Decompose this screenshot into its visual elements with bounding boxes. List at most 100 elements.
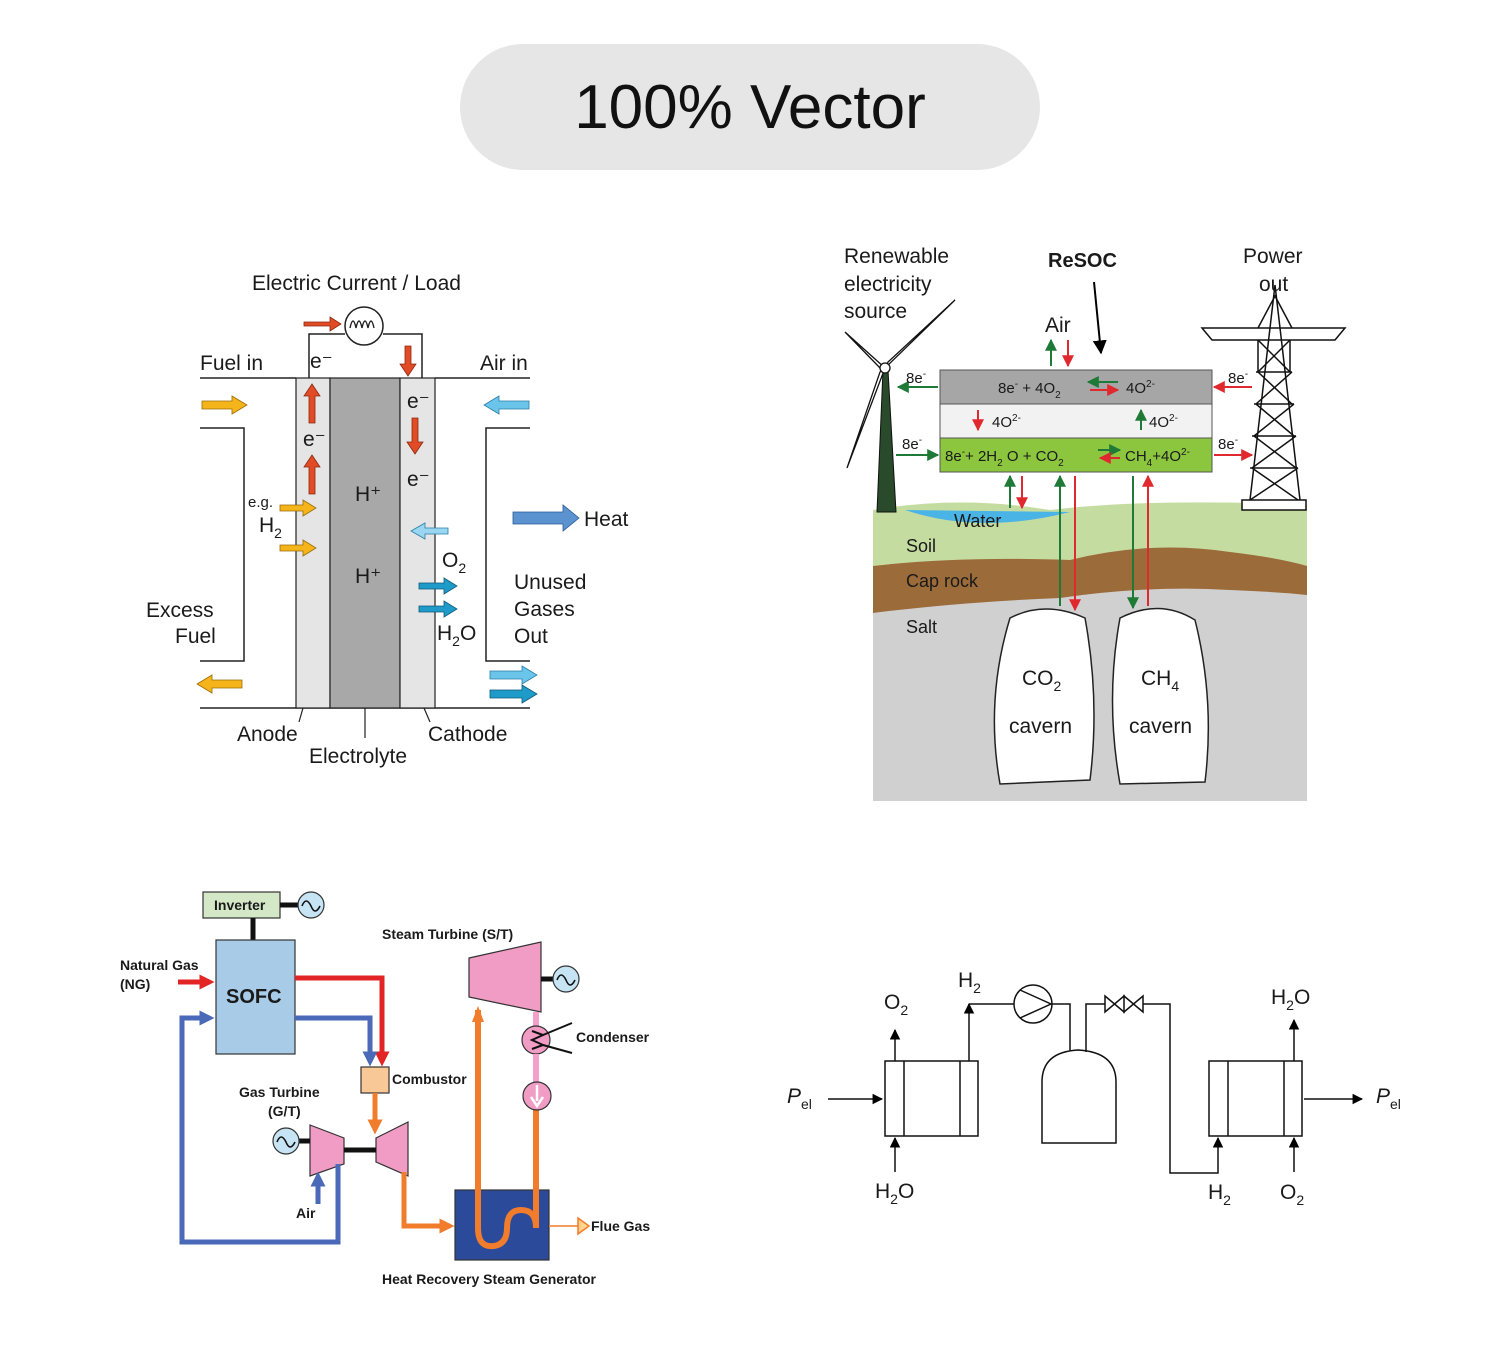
electrolyte-label: Electrolyte bbox=[309, 745, 407, 768]
co2-label: CO2 bbox=[1022, 667, 1062, 694]
gas-turbine-label: Gas Turbine bbox=[239, 1084, 320, 1100]
wind-turbine-tower-icon bbox=[876, 369, 897, 513]
combustor-label: Combustor bbox=[392, 1071, 467, 1087]
proton-label: H⁺ bbox=[355, 565, 381, 588]
out-label: out bbox=[1259, 273, 1288, 296]
h2o-label: H2O bbox=[437, 622, 476, 649]
unused-gas-arrow-icon bbox=[489, 665, 538, 685]
power-label: Power bbox=[1243, 245, 1303, 268]
resoc-diagram: Water Soil Cap rock Salt CO2 cavern CH4 … bbox=[844, 245, 1347, 801]
soil-label: Soil bbox=[906, 536, 936, 556]
condenser-label: Condenser bbox=[576, 1029, 650, 1045]
cavern-label: cavern bbox=[1009, 715, 1072, 738]
electron-arrow-up-icon bbox=[303, 454, 321, 495]
unused-label: Unused bbox=[514, 571, 586, 594]
hydrogen-tank bbox=[1041, 1049, 1117, 1144]
current-arrow-icon bbox=[303, 316, 342, 332]
e8-label: 8e- bbox=[906, 369, 926, 387]
title-text: 100% Vector bbox=[574, 72, 926, 142]
co2-cavern bbox=[993, 608, 1095, 785]
top-reaction-right: 4O2- bbox=[1126, 379, 1155, 397]
fuel-cell-box bbox=[1208, 1060, 1303, 1137]
resoc-bottom-layer bbox=[939, 437, 1213, 473]
mid-left: 4O2- bbox=[992, 413, 1021, 431]
salt-label: Salt bbox=[906, 617, 937, 637]
out-label: Out bbox=[514, 625, 548, 648]
load-label: Electric Current / Load bbox=[252, 272, 461, 295]
wind-turbine-blades-icon bbox=[844, 299, 956, 469]
mid-right: 4O2- bbox=[1149, 413, 1178, 431]
load-wire bbox=[308, 333, 423, 378]
steam-turbine-label: Steam Turbine (S/T) bbox=[382, 926, 513, 942]
fuel-in-arrow-icon bbox=[201, 395, 248, 415]
sofc-label: SOFC bbox=[226, 986, 282, 1008]
p-el-out-label: Pel bbox=[1376, 1085, 1401, 1112]
e8-label: 8e- bbox=[902, 435, 922, 453]
ch4-cavern bbox=[1111, 607, 1210, 785]
o2-in-label: O2 bbox=[1280, 1181, 1304, 1208]
electron-label: e⁻ bbox=[310, 350, 333, 373]
excess-fuel-arrow-icon bbox=[196, 674, 243, 694]
electron-label: e⁻ bbox=[407, 390, 430, 413]
water-arrow-icon bbox=[418, 577, 458, 595]
p-el-in-label: Pel bbox=[787, 1085, 812, 1112]
fuel-arrow-icon bbox=[279, 499, 317, 517]
gas-turbine-shape bbox=[375, 1121, 409, 1177]
o2-label: O2 bbox=[442, 549, 466, 576]
load-coil-icon bbox=[344, 306, 384, 346]
gases-label: Gases bbox=[514, 598, 575, 621]
compressor-shape bbox=[309, 1124, 345, 1177]
gt-label: (G/T) bbox=[268, 1103, 301, 1119]
oxygen-arrow-icon bbox=[410, 522, 449, 540]
ch4-label: CH4 bbox=[1141, 667, 1179, 694]
h2-out-label: H2 bbox=[958, 969, 981, 996]
fuel-arrow-icon bbox=[279, 539, 317, 557]
electron-label: e⁻ bbox=[303, 428, 326, 451]
resoc-middle-layer bbox=[939, 403, 1213, 439]
electricity-label: electricity bbox=[844, 273, 932, 296]
anode-label: Anode bbox=[237, 723, 298, 746]
o2-out-label: O2 bbox=[884, 991, 908, 1018]
combustor-box bbox=[360, 1066, 390, 1094]
power-pylon-icon bbox=[1200, 284, 1347, 511]
electron-arrow-up-icon bbox=[303, 383, 321, 424]
h2o-in-label: H2O bbox=[875, 1180, 914, 1207]
heat-label: Heat bbox=[584, 508, 629, 531]
electrolyte-layer bbox=[329, 377, 401, 709]
air-in-label: Air in bbox=[480, 352, 528, 375]
cap-rock-label: Cap rock bbox=[906, 571, 979, 591]
renewable-label: Renewable bbox=[844, 245, 949, 268]
water-body bbox=[905, 510, 1070, 524]
heat-arrow-icon bbox=[512, 504, 580, 532]
h2o-out-label: H2O bbox=[1271, 986, 1310, 1013]
electron-label: e⁻ bbox=[407, 468, 430, 491]
e8-label: 8e- bbox=[1228, 369, 1248, 387]
fuel-in-label: Fuel in bbox=[200, 352, 263, 375]
fuel-label: Fuel bbox=[175, 625, 216, 648]
flue-gas-label: Flue Gas bbox=[591, 1218, 650, 1234]
excess-label: Excess bbox=[146, 599, 214, 622]
electrolyzer-box bbox=[884, 1060, 979, 1137]
resoc-title: ReSOC bbox=[1048, 250, 1117, 272]
water-label: Water bbox=[954, 511, 1001, 531]
inverter-label: Inverter bbox=[214, 897, 266, 913]
sofc-plant-diagram: Inverter SOFC Natural Gas (NG) Combustor… bbox=[120, 891, 650, 1287]
e8-label: 8e- bbox=[1218, 435, 1238, 453]
h2-in-label: H2 bbox=[1208, 1181, 1231, 1208]
unused-gas-arrow-icon bbox=[489, 684, 538, 704]
eg-label: e.g. bbox=[248, 494, 273, 511]
air-label: Air bbox=[1045, 314, 1071, 337]
hrsg-label: Heat Recovery Steam Generator bbox=[382, 1271, 597, 1287]
top-reaction: 8e- + 4O2 bbox=[998, 379, 1061, 401]
condenser-icon bbox=[521, 1025, 551, 1055]
fuel-cell-diagram: Electric Current / Load Fuel in Air in e… bbox=[146, 272, 629, 768]
ng-label: (NG) bbox=[120, 976, 150, 992]
water-arrow-icon bbox=[418, 600, 458, 618]
steam-turbine-shape bbox=[468, 941, 542, 1013]
bottom-reaction: 8e-+ 2H2 O + CO2 bbox=[945, 447, 1064, 469]
bottom-reaction-right: CH4+4O2- bbox=[1125, 447, 1190, 469]
air-in-arrow-icon bbox=[483, 395, 530, 415]
compressor-icon bbox=[1013, 984, 1053, 1024]
valve-icon bbox=[1104, 994, 1144, 1014]
sofc-box bbox=[215, 939, 296, 1055]
